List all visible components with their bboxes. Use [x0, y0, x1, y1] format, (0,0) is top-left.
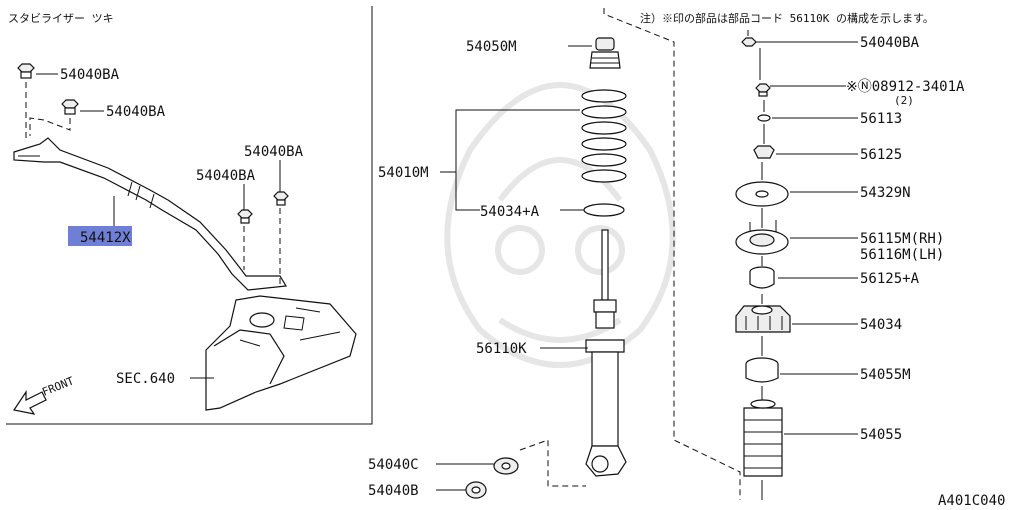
- label-54040ba-top[interactable]: 54040BA: [860, 35, 920, 51]
- label-56125-a[interactable]: 56125+A: [860, 271, 920, 287]
- collar-icon: [749, 266, 775, 289]
- nut-icon: [273, 191, 289, 206]
- label-54010m[interactable]: 54010M: [378, 165, 429, 181]
- mount-plate-icon: [735, 181, 789, 207]
- parts-note: 注）※印の部品は部品コード 56110K の構成を示します。: [640, 11, 934, 25]
- nut-icon: [61, 99, 79, 115]
- label-54040ba-4[interactable]: 54040BA: [196, 168, 256, 184]
- stabilizer-highlight: [68, 226, 132, 246]
- label-56116m-lh[interactable]: 56116M(LH): [860, 247, 944, 263]
- left-panel-border: [6, 6, 373, 425]
- stabilizer-bar: [13, 137, 287, 291]
- nut-icon: [17, 63, 35, 79]
- bushing-c: [493, 457, 519, 475]
- front-arrow-icon: [13, 390, 47, 415]
- label-56110k[interactable]: 56110K: [476, 341, 527, 357]
- label-56113[interactable]: 56113: [860, 111, 902, 127]
- spring-seat-ring: [583, 203, 625, 217]
- diagram-code: A401C040: [938, 493, 1005, 509]
- strut-mount-icon: [735, 220, 789, 255]
- special-nut-icon: [755, 83, 771, 97]
- label-54050m[interactable]: 54050M: [466, 39, 517, 55]
- bound-bumper: [589, 37, 621, 69]
- boot-icon: [743, 399, 783, 477]
- label-qty-2: (2): [894, 94, 914, 107]
- label-54034-a[interactable]: 54034+A: [480, 204, 540, 220]
- front-label: FRONT: [40, 374, 76, 399]
- watermark: [444, 82, 676, 368]
- bushing-b: [465, 481, 487, 499]
- shock-absorber: [585, 229, 627, 477]
- label-54329n[interactable]: 54329N: [860, 185, 911, 201]
- label-08912-3401a[interactable]: ※Ⓝ08912-3401A: [846, 79, 965, 95]
- bumper-seat-icon: [745, 357, 779, 383]
- label-54040ba-3[interactable]: 54040BA: [244, 144, 304, 160]
- label-54040ba-2[interactable]: 54040BA: [106, 104, 166, 120]
- label-54055m[interactable]: 54055M: [860, 367, 911, 383]
- section-title: スタビライザー ツキ: [8, 12, 114, 25]
- crossmember: [205, 295, 357, 411]
- label-56125[interactable]: 56125: [860, 147, 902, 163]
- label-54040c[interactable]: 54040C: [368, 457, 419, 473]
- label-56115m-rh[interactable]: 56115M(RH): [860, 231, 944, 247]
- label-54034[interactable]: 54034: [860, 317, 902, 333]
- label-54040ba-1[interactable]: 54040BA: [60, 67, 120, 83]
- insulator-icon: [735, 305, 791, 333]
- label-54055[interactable]: 54055: [860, 427, 902, 443]
- nut-icon: [237, 209, 253, 224]
- washer-icon: [757, 114, 771, 122]
- label-sec-640[interactable]: SEC.640: [116, 371, 175, 387]
- label-54412x[interactable]: 54412X: [80, 230, 131, 246]
- nut-56125-icon: [753, 145, 775, 159]
- label-54040b[interactable]: 54040B: [368, 483, 419, 499]
- top-nut-icon: [741, 37, 757, 47]
- coil-spring: [581, 89, 627, 183]
